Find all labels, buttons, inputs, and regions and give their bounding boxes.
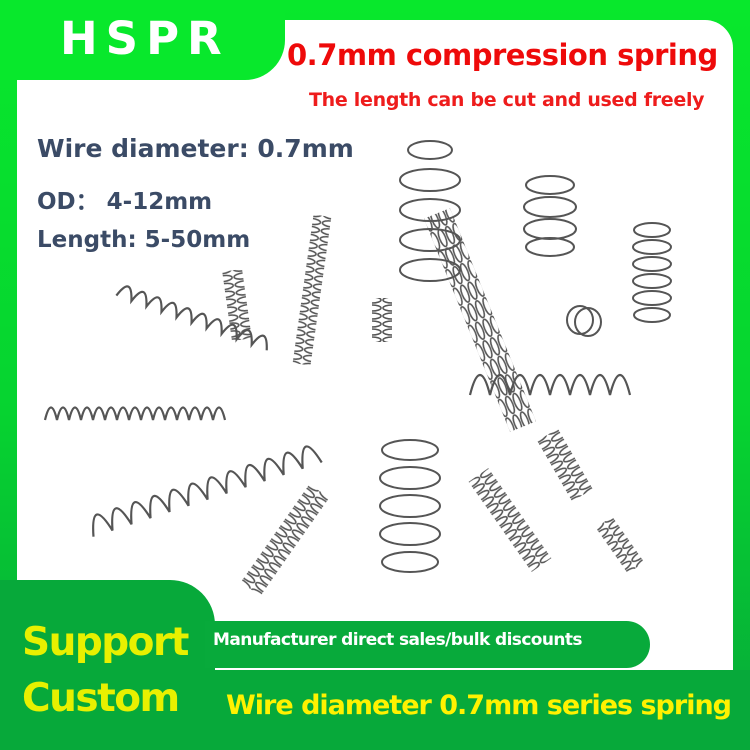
spec-length: Length: 5-50mm <box>37 227 251 253</box>
spring-icon <box>468 373 632 396</box>
product-title: 0.7mm compression spring <box>287 38 718 72</box>
custom-label: Custom <box>22 676 180 721</box>
spring-icon <box>92 445 323 537</box>
product-photo-area <box>17 20 733 670</box>
brand-tab <box>0 0 285 80</box>
spring-icon <box>115 285 268 351</box>
promo-text: Manufacturer direct sales/bulk discounts <box>213 630 583 650</box>
brand-logo: HSPR <box>60 12 230 65</box>
spec-wire-diameter: Wire diameter: 0.7mm <box>37 134 354 163</box>
spring-icon <box>222 140 672 597</box>
support-label: Support <box>22 620 189 665</box>
support-panel <box>0 580 215 750</box>
product-subtitle: The length can be cut and used freely <box>309 89 705 111</box>
spec-outer-diameter: OD： 4-12mm <box>37 189 213 215</box>
series-text: Wire diameter 0.7mm series spring <box>226 690 732 721</box>
promo-pill <box>205 621 650 668</box>
spring-icon <box>43 406 227 421</box>
